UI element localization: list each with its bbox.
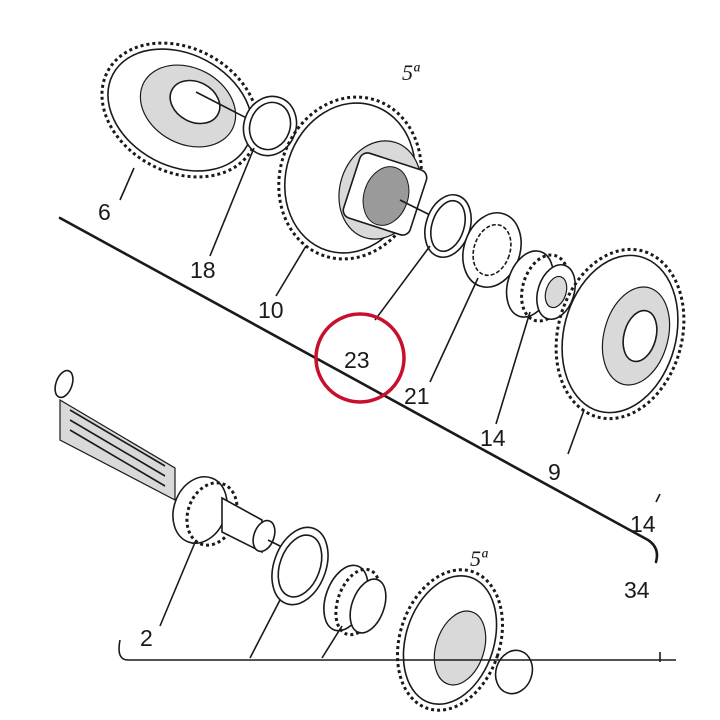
shaft-2 [54, 369, 276, 554]
washer-21 [462, 212, 522, 288]
part-number-9: 9 [548, 459, 561, 485]
part-number-34: 34 [624, 577, 650, 603]
needle-bearing-lower [323, 564, 387, 637]
gear-mark-top: 5ª [402, 60, 420, 85]
part-number-18: 18 [190, 257, 216, 283]
part-number-2: 2 [140, 625, 153, 651]
circlip-lower [271, 526, 329, 606]
part-number-14-top: 14 [480, 425, 506, 451]
part-14-edge [655, 493, 661, 503]
crop-frame [118, 639, 676, 662]
part-number-21: 21 [404, 383, 430, 409]
part-number-23: 23 [344, 347, 370, 373]
part-number-6: 6 [98, 199, 111, 225]
gear-mark-bottom: 5ª [470, 546, 488, 571]
part-number-10: 10 [258, 297, 284, 323]
gear-9 [554, 247, 686, 421]
gear-lower [395, 568, 534, 712]
leader-lines [119, 147, 585, 659]
part-number-14-right: 14 [630, 511, 656, 537]
gear-10 [277, 95, 428, 261]
highlight-circle [314, 312, 406, 404]
axis-line [58, 216, 659, 564]
circlip-18 [242, 95, 298, 157]
